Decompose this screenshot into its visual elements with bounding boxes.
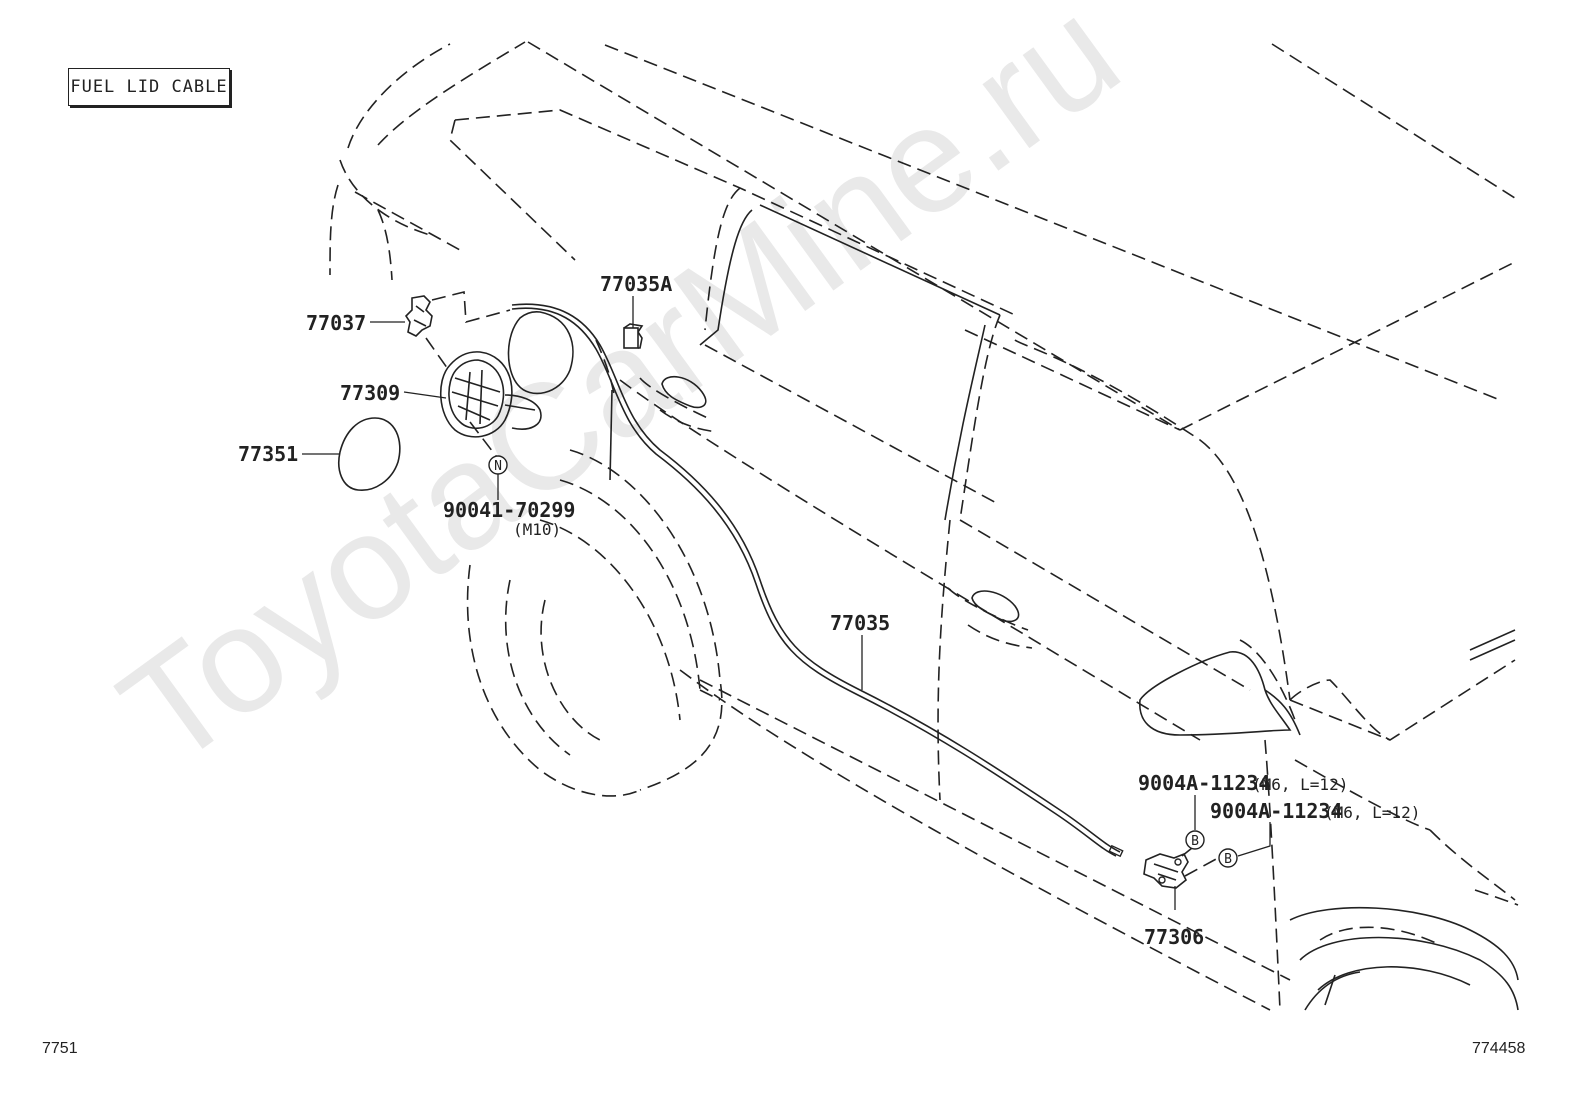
bolt-label-b2: 9004A-11234 xyxy=(1210,799,1342,823)
fuel-lid-cable xyxy=(511,303,1124,858)
part-label-77351: 77351 xyxy=(238,442,298,466)
bolt-spec-n: (M10) xyxy=(513,520,561,539)
fuel-lid-door xyxy=(338,417,401,491)
part-label-77309: 77309 xyxy=(340,381,400,405)
svg-text:N: N xyxy=(494,459,502,474)
hinge-icon xyxy=(1143,852,1189,889)
bolt-label-n: 90041-70299 xyxy=(443,498,575,522)
marker-b2: B xyxy=(1218,848,1238,868)
part-label-77035: 77035 xyxy=(830,611,890,635)
cable-clip-icon xyxy=(404,295,433,337)
bolt-spec-b1: (M6, L=12) xyxy=(1252,775,1348,794)
clip-to-housing-link xyxy=(425,337,451,373)
footer-left-code: 7751 xyxy=(42,1040,78,1057)
marker-b1: B xyxy=(1185,830,1205,850)
svg-text:B: B xyxy=(1224,852,1232,867)
vehicle-outline xyxy=(329,41,1519,1011)
marker-n: N xyxy=(488,455,508,475)
part-label-77037: 77037 xyxy=(306,311,366,335)
footer-right-code: 774458 xyxy=(1472,1040,1526,1057)
bolt-spec-b2: (M6, L=12) xyxy=(1324,803,1420,822)
leader-lines xyxy=(302,296,1271,910)
diagram-title: FUEL LID CABLE xyxy=(68,68,230,106)
hinge-bolt-link xyxy=(1181,847,1193,857)
part-label-77035a: 77035A xyxy=(600,272,672,296)
fuel-filler-opening xyxy=(507,310,574,395)
svg-text:B: B xyxy=(1191,834,1199,849)
part-label-77306: 77306 xyxy=(1144,925,1204,949)
clip-dashed-link xyxy=(431,290,511,324)
bolt-label-b1: 9004A-11234 xyxy=(1138,771,1270,795)
lid-opener-icon xyxy=(623,323,644,349)
hinge-bolt-link-2 xyxy=(1184,857,1219,877)
fuel-lid-icon xyxy=(439,351,542,438)
